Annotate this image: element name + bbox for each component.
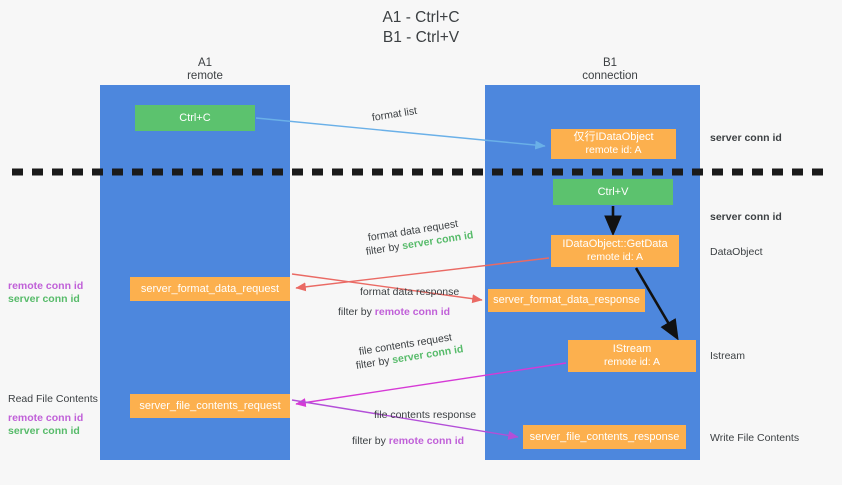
node-getdata-sub: remote id: A	[586, 251, 644, 263]
node-server-file-contents-response[interactable]: server_file_contents_response	[523, 425, 686, 449]
node-ctrl-v-label: Ctrl+V	[597, 185, 629, 198]
node-server-format-data-request[interactable]: server_format_data_request	[130, 277, 290, 301]
right-label-write-file-contents: Write File Contents	[710, 432, 800, 444]
node-idataobject-sub: remote id: A	[585, 144, 642, 156]
right-label-istream: Istream	[710, 350, 746, 362]
left-label-read-file-contents: Read File Contents	[8, 393, 98, 405]
right-label-server-conn-id-top: server conn id	[710, 132, 782, 144]
left-label-remote-conn-id-1: remote conn id	[8, 280, 84, 292]
node-server-format-data-response-label: server_format_data_response	[493, 294, 640, 306]
left-label-server-conn-id-1: server conn id	[8, 293, 80, 305]
node-server-file-contents-request-label: server_file_contents_request	[139, 399, 281, 412]
node-istream-label: IStream	[612, 343, 652, 355]
left-label-server-conn-id-2: server conn id	[8, 425, 80, 437]
node-ctrl-v[interactable]: Ctrl+V	[553, 179, 673, 205]
node-istream-sub: remote id: A	[603, 356, 661, 368]
node-getdata-label: IDataObject::GetData	[562, 238, 668, 250]
left-label-group-file: remote conn id server conn id	[8, 412, 83, 438]
left-label-remote-conn-id-2: remote conn id	[8, 412, 84, 424]
node-server-file-contents-request[interactable]: server_file_contents_request	[130, 394, 290, 418]
node-getdata[interactable]: IDataObject::GetData remote id: A	[551, 235, 679, 267]
right-label-server-conn-id-mid: server conn id	[710, 211, 782, 223]
right-label-dataobject: DataObject	[710, 246, 763, 258]
filter-value-remote-conn-id: remote conn id	[374, 306, 451, 318]
node-istream[interactable]: IStream remote id: A	[568, 340, 696, 372]
filter-prefix: filter by	[338, 306, 375, 318]
node-ctrl-c[interactable]: Ctrl+C	[135, 105, 255, 131]
edge-label-format-list: format list	[371, 104, 418, 124]
filter-value-remote-conn-id: remote conn id	[388, 435, 465, 447]
node-idataobject-label: 仅行IDataObject	[573, 131, 654, 143]
filter-prefix: filter by	[352, 435, 389, 447]
node-idataobject[interactable]: 仅行IDataObject remote id: A	[551, 129, 676, 159]
edge-label-format-data-response: format data response	[360, 286, 460, 298]
edge-filter-file-contents-response: filter by remote conn id	[352, 434, 464, 448]
column-header-b1: B1 connection	[582, 57, 638, 82]
column-header-a1: A1 remote	[187, 57, 223, 82]
edge-filter-format-data-response: filter by remote conn id	[338, 305, 450, 319]
page-title: A1 - Ctrl+C B1 - Ctrl+V	[382, 9, 460, 46]
node-server-file-contents-response-label: server_file_contents_response	[529, 430, 680, 443]
left-label-group-format: remote conn id server conn id	[8, 280, 83, 306]
node-ctrl-c-label: Ctrl+C	[179, 111, 211, 124]
edge-label-file-contents-response: file contents response	[374, 409, 477, 421]
node-server-format-data-response[interactable]: server_format_data_response	[488, 289, 645, 312]
node-server-format-data-request-label: server_format_data_request	[140, 282, 280, 295]
